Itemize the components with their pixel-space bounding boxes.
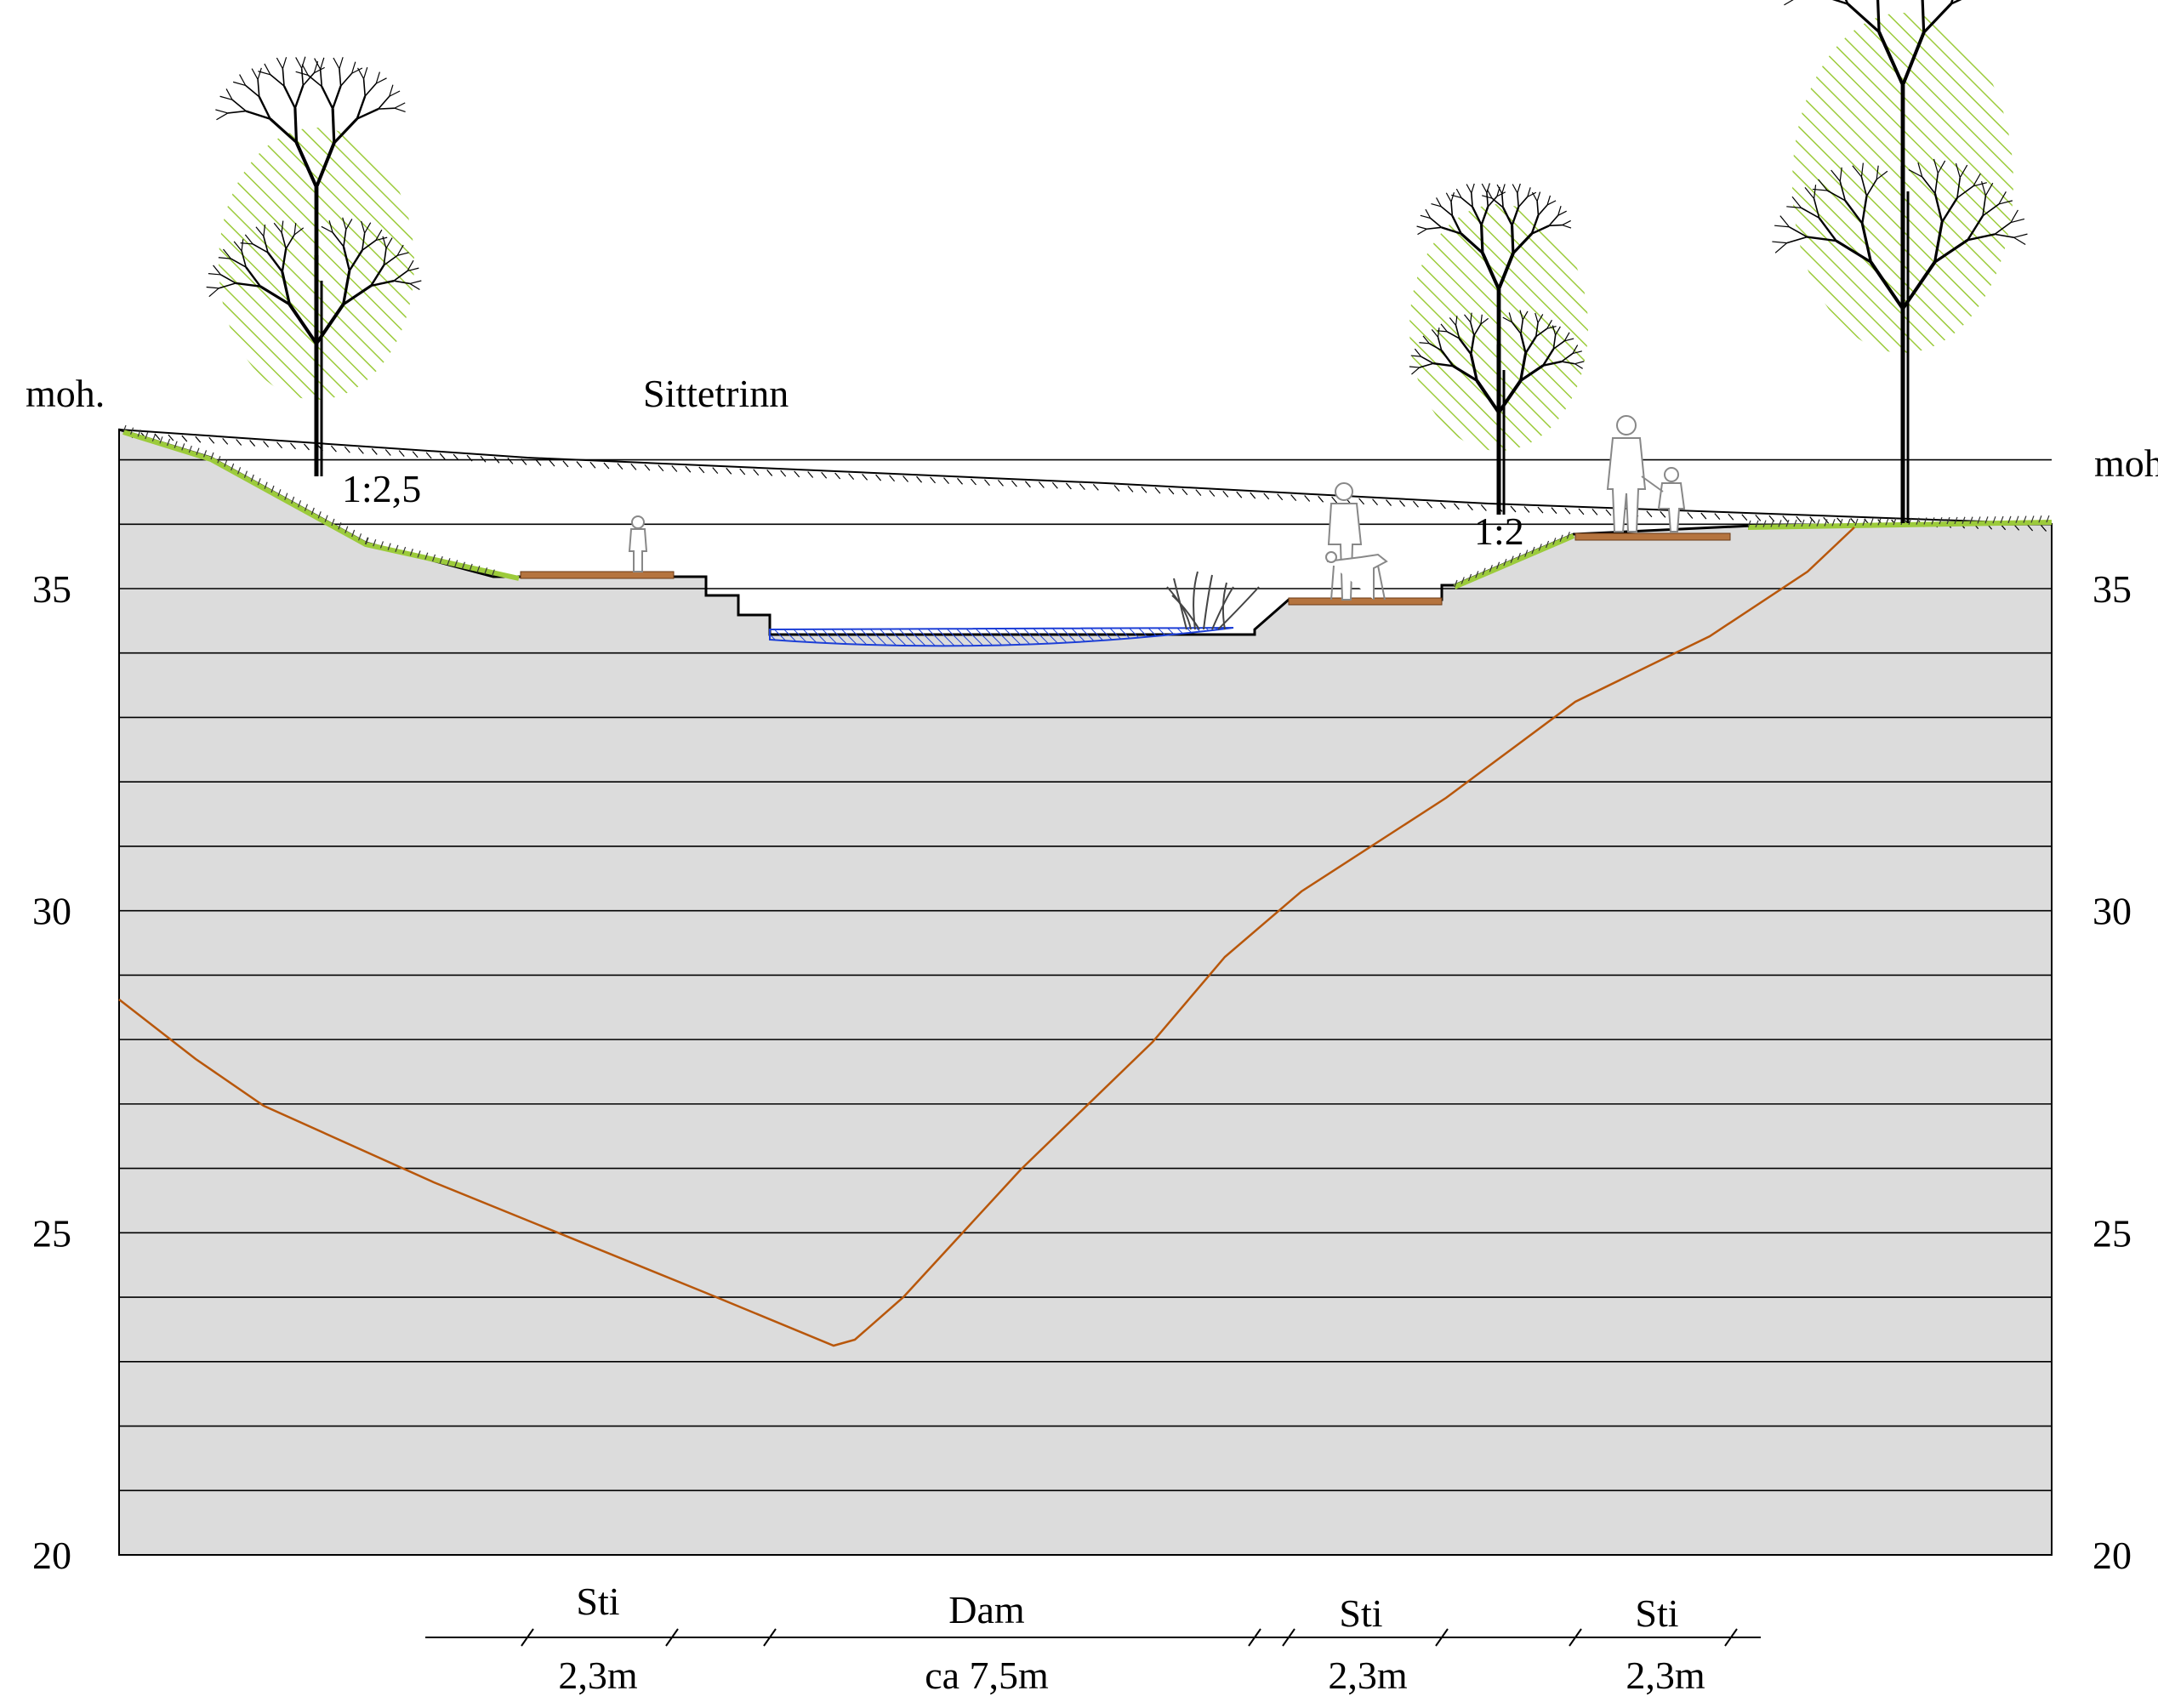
tree-icon — [1409, 183, 1588, 515]
unit-label-right: moh. — [2094, 441, 2158, 485]
reeds-icon — [1166, 571, 1260, 630]
dimension-chain — [425, 1628, 1761, 1647]
woman-with-dog-icon — [1325, 482, 1388, 601]
grass-slope-right — [1453, 533, 1575, 589]
pond-water — [769, 627, 1234, 647]
elevation-tick-label-left: 30 — [32, 890, 71, 933]
person-icon — [628, 515, 648, 572]
dimension-width-sti-1: 2,3m — [558, 1654, 638, 1697]
dimension-name-dam: Dam — [948, 1588, 1025, 1631]
path-surface-1 — [520, 571, 675, 579]
ground-section — [118, 428, 2053, 1556]
path-surface-2 — [1288, 597, 1443, 606]
dimension-name-sti-1: Sti — [576, 1580, 619, 1623]
elevation-tick-label-left: 35 — [32, 567, 71, 611]
elevation-tick-label-right: 20 — [2093, 1534, 2132, 1577]
elevation-tick-label-left: 20 — [32, 1534, 71, 1577]
dimension-name-sti-3: Sti — [1635, 1591, 1678, 1635]
slope-label-left: 1:2,5 — [342, 467, 421, 510]
path-surface-3 — [1574, 532, 1731, 541]
feature-title: Sittetrinn — [643, 372, 789, 415]
elevation-tick-label-right: 35 — [2093, 567, 2132, 611]
grass-tufts — [122, 424, 2050, 588]
tree-icon — [1772, 0, 2028, 523]
dimension-name-sti-2: Sti — [1339, 1591, 1382, 1635]
elevation-tick-label-right: 30 — [2093, 890, 2132, 933]
elevation-tick-label-left: 25 — [32, 1211, 71, 1255]
dimension-width-dam: ca 7,5m — [925, 1654, 1049, 1697]
elevation-tick-label-right: 25 — [2093, 1211, 2132, 1255]
unit-label-left: moh. — [26, 372, 105, 415]
bedrock-line — [118, 527, 1855, 1347]
adult-with-child-icon — [1606, 415, 1686, 532]
elevation-gridlines — [118, 430, 2052, 1556]
tree-icon — [206, 56, 422, 476]
dimension-width-sti-2: 2,3m — [1328, 1654, 1408, 1697]
grass-slope-left — [122, 430, 520, 581]
slope-label-right: 1:2 — [1474, 510, 1524, 553]
elevation-axis: 35 35 30 30 25 25 20 20 — [32, 567, 2132, 1577]
dimension-width-sti-3: 2,3m — [1626, 1654, 1705, 1697]
